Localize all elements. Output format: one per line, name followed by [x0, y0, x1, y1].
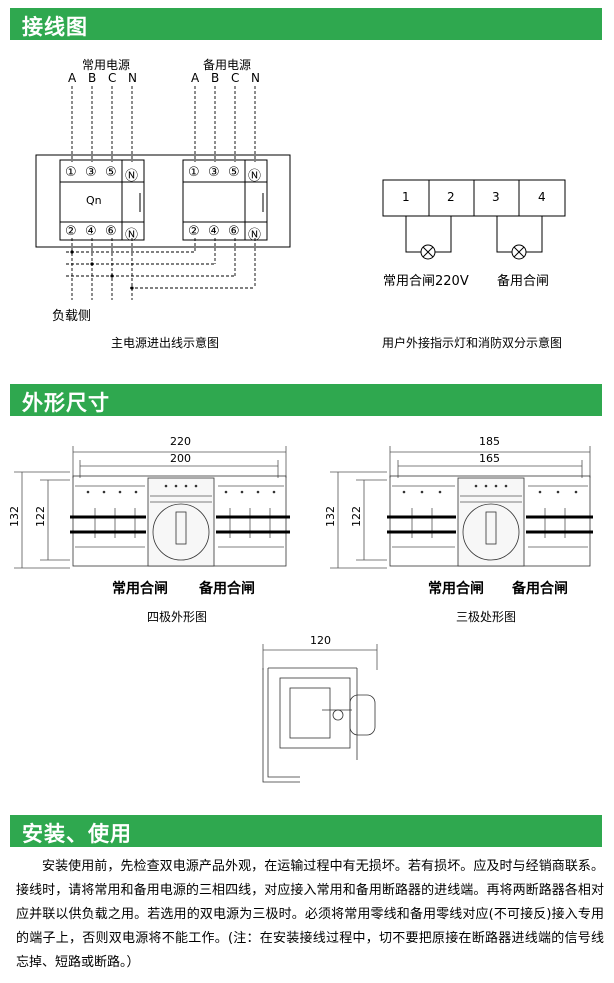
- section-header-dimensions: 外形尺寸: [10, 384, 602, 416]
- phase-a-backup: A: [191, 71, 200, 85]
- phase-n-main: N: [128, 71, 137, 85]
- phase-n-backup: N: [251, 71, 260, 85]
- terminal-2-backup: ②: [188, 224, 200, 239]
- load-side-label: 负载侧: [52, 309, 92, 324]
- four-pole-caption: 四极外形图: [147, 610, 208, 624]
- section-header-wiring: 接线图: [10, 8, 602, 40]
- indicator-box-3: 3: [492, 190, 500, 204]
- terminal-n2-main: Ⓝ: [125, 228, 139, 243]
- indicator-box-1: 1: [402, 190, 410, 204]
- backup-breaker-body: [182, 159, 268, 241]
- backup-source-label: 备用电源: [203, 58, 252, 72]
- lamp-main-icon: [420, 244, 436, 260]
- terminal-3-backup: ③: [208, 165, 220, 180]
- terminal-2-main: ②: [65, 224, 77, 239]
- terminal-4-main: ④: [85, 224, 97, 239]
- four-pole-main-label: 常用合闸: [112, 581, 168, 597]
- indicator-diagram: [382, 179, 566, 260]
- three-pole-caption: 三极处形图: [456, 610, 517, 624]
- phase-b-main: B: [88, 71, 97, 85]
- terminal-n2-backup: Ⓝ: [248, 228, 262, 243]
- phase-a-main: A: [68, 71, 77, 85]
- four-pole-backup-label: 备用合闸: [199, 581, 255, 597]
- terminal-5-main: ⑤: [105, 165, 117, 180]
- indicator-caption: 用户外接指示灯和消防双分示意图: [382, 336, 563, 350]
- four-pole-inner-height: 122: [34, 506, 47, 527]
- terminal-4-backup: ④: [208, 224, 220, 239]
- install-instructions: 安装使用前，先检查双电源产品外观，在运输过程中有无损坏。若有损坏。应及时与经销商…: [16, 859, 604, 970]
- phase-b-backup: B: [211, 71, 220, 85]
- switch-enclosure: [35, 154, 291, 248]
- four-pole-inner-width: 200: [170, 452, 191, 465]
- terminal-1-backup: ①: [188, 165, 200, 180]
- lamp-main-label: 常用合闸220V: [383, 274, 469, 289]
- three-pole-outer-width: 185: [479, 435, 500, 448]
- three-pole-backup-label: 备用合闸: [512, 581, 568, 597]
- three-pole-inner-height: 122: [350, 506, 363, 527]
- terminal-5-backup: ⑤: [228, 165, 240, 180]
- main-breaker-body: [59, 159, 145, 241]
- four-pole-outer-width: 220: [170, 435, 191, 448]
- four-pole-outer-height: 132: [8, 506, 21, 527]
- three-pole-outer-height: 132: [324, 506, 337, 527]
- section-title: 接线图: [22, 15, 88, 39]
- indicator-box-2: 2: [447, 190, 455, 204]
- terminal-3-main: ③: [85, 165, 97, 180]
- three-pole-inner-width: 165: [479, 452, 500, 465]
- three-pole-main-label: 常用合闸: [428, 581, 484, 597]
- terminal-n-backup: Ⓝ: [248, 169, 262, 184]
- lamp-backup-label: 备用合闸: [497, 274, 550, 289]
- wiring-caption: 主电源进出线示意图: [111, 336, 220, 350]
- indicator-box-4: 4: [538, 190, 546, 204]
- terminal-6-backup: ⑥: [228, 224, 240, 239]
- breaker-label: Qn: [86, 194, 102, 207]
- terminal-6-main: ⑥: [105, 224, 117, 239]
- terminal-1-main: ①: [65, 165, 77, 180]
- section-header-install: 安装、使用: [10, 815, 602, 847]
- side-depth: 120: [310, 634, 331, 647]
- dimension-drawings: [14, 446, 593, 783]
- section-title: 外形尺寸: [22, 391, 110, 415]
- phase-c-main: C: [108, 71, 117, 85]
- main-source-label: 常用电源: [82, 58, 131, 72]
- wiring-diagram: [35, 86, 291, 300]
- lamp-backup-icon: [511, 244, 527, 260]
- section-title: 安装、使用: [22, 822, 132, 846]
- terminal-n-main: Ⓝ: [125, 169, 139, 184]
- phase-c-backup: C: [231, 71, 240, 85]
